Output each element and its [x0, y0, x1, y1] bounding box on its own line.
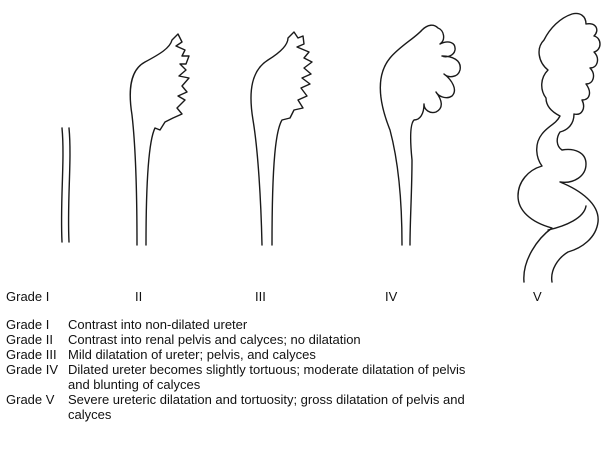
grade-1-illustration: [62, 128, 70, 242]
legend-grade-key: Grade III: [6, 347, 68, 362]
legend-grade-key: Grade II: [6, 332, 68, 347]
grade-5-ureter-inner-wall: [548, 206, 586, 230]
grade-2-collecting-system: [130, 34, 189, 245]
legend-grade-key: Grade I: [6, 317, 68, 332]
grade-2-illustration: [130, 34, 189, 245]
grade-5-collecting-system: [518, 13, 600, 282]
legend-grade-description: Contrast into non-dilated ureter: [68, 317, 601, 332]
grade-1-ureter-right-wall: [69, 128, 70, 242]
legend-row-grade-5: Grade V Severe ureteric dilatation and t…: [6, 392, 601, 422]
grade-3-label: III: [255, 289, 266, 305]
legend-grade-description: Mild dilatation of ureter; pelvis, and c…: [68, 347, 601, 362]
vur-grading-diagram: [0, 0, 603, 290]
legend-row-grade-2: Grade II Contrast into renal pelvis and …: [6, 332, 601, 347]
legend-grade-key: Grade V: [6, 392, 68, 407]
legend-row-grade-1: Grade I Contrast into non-dilated ureter: [6, 317, 601, 332]
legend-grade-description: Contrast into renal pelvis and calyces; …: [68, 332, 601, 347]
legend-row-grade-3: Grade III Mild dilatation of ureter; pel…: [6, 347, 601, 362]
legend-grade-description: Dilated ureter becomes slightly tortuous…: [68, 362, 468, 392]
legend-grade-description: Severe ureteric dilatation and tortuosit…: [68, 392, 468, 422]
legend-row-grade-4: Grade IV Dilated ureter becomes slightly…: [6, 362, 601, 392]
grade-3-collecting-system: [251, 32, 312, 245]
grade-4-label: IV: [385, 289, 397, 305]
grade-2-label: II: [135, 289, 142, 305]
grade-4-collecting-system: [380, 25, 460, 245]
grade-5-illustration: [518, 13, 600, 282]
legend-grade-key: Grade IV: [6, 362, 68, 377]
grade-1-ureter-left-wall: [62, 128, 63, 242]
grade-5-label: V: [533, 289, 542, 305]
grade-legend: Grade I Contrast into non-dilated ureter…: [6, 317, 601, 422]
grade-3-illustration: [251, 32, 312, 245]
grade-1-label: Grade I: [6, 289, 49, 305]
grade-4-illustration: [380, 25, 460, 245]
